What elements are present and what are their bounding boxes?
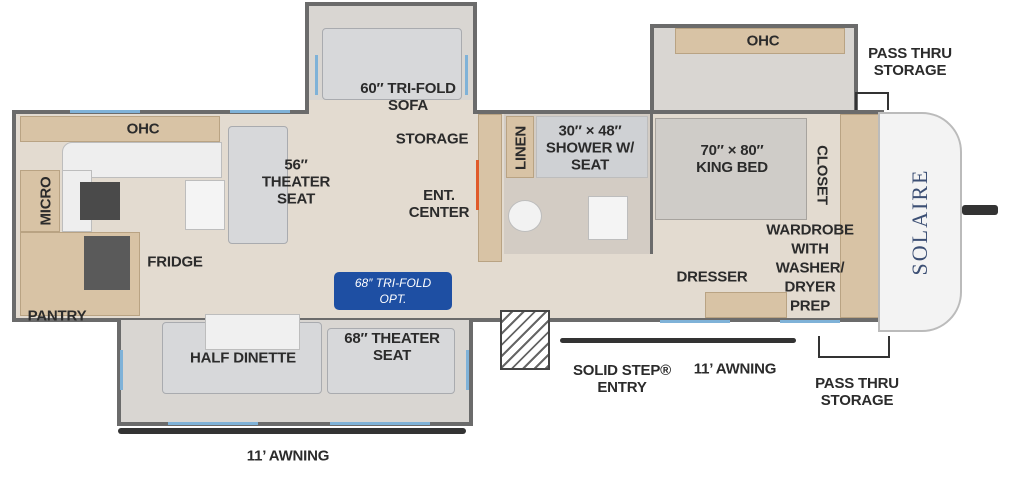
label-king-bed: 70″ × 80″KING BED: [696, 142, 768, 176]
t: 60″ TRI-FOLD: [360, 80, 456, 97]
t: SEAT: [570, 156, 610, 174]
bath-sink: [588, 196, 628, 240]
t: DRYER: [784, 278, 836, 296]
t: ENT.: [423, 187, 455, 204]
window: [660, 320, 730, 323]
label-pantry: PANTRY: [27, 307, 87, 325]
dinette-table: [205, 314, 300, 350]
pass-thru-door-top: [855, 92, 889, 110]
t: SEAT: [276, 190, 316, 208]
t: WASHER/: [775, 259, 845, 277]
window: [465, 55, 468, 95]
label-fridge: FRIDGE: [147, 253, 203, 271]
t: STORAGE: [820, 392, 894, 409]
sofa-slide-floor: [309, 100, 473, 118]
t: THEATER: [261, 173, 331, 191]
t: 68″ THEATER: [344, 330, 440, 347]
label-ent-center: ENT.CENTER: [408, 187, 470, 221]
solaire-logo: SOLAIRE: [907, 168, 932, 276]
window: [780, 320, 840, 323]
window: [315, 55, 318, 95]
label-shower: 30″ × 48″SHOWER W/SEAT: [546, 123, 634, 174]
t: WARDROBE: [766, 221, 854, 239]
t: SEAT: [372, 347, 412, 364]
t: SOFA: [387, 97, 429, 114]
entry-step[interactable]: [500, 310, 550, 370]
stove: [80, 182, 120, 220]
t: 30″ × 48″: [558, 122, 622, 140]
fireplace: [476, 160, 479, 210]
fridge: [84, 236, 130, 290]
king-bed: [655, 118, 807, 220]
label-storage: STORAGE: [395, 130, 469, 148]
badge-line-2: OPT.: [379, 292, 407, 306]
sofa-60: [322, 28, 462, 100]
awning-bottom-bar: [118, 428, 466, 434]
label-ohc-bedroom: OHC: [746, 32, 780, 50]
window: [466, 350, 469, 390]
t: KING BED: [696, 159, 768, 176]
label-solid-step: SOLID STEP®ENTRY: [573, 362, 671, 396]
window: [230, 110, 290, 113]
t: ENTRY: [597, 379, 647, 396]
trifold-option-badge: 68″ TRI-FOLD OPT.: [334, 272, 452, 310]
t: 70″ × 80″: [700, 142, 764, 159]
t: 56″: [284, 156, 308, 174]
t: SOLID STEP®: [572, 362, 672, 379]
theater-seat-56: [228, 126, 288, 244]
overhead-cabinet-bedroom: [675, 28, 845, 54]
label-micro: MICRO: [37, 176, 55, 226]
overhead-cabinet-kitchen: [20, 116, 220, 142]
t: PASS THRU: [815, 375, 899, 392]
label-linen: LINEN: [512, 125, 530, 171]
awning-side-bar: [560, 338, 796, 343]
badge-line-1: 68″ TRI-FOLD: [354, 276, 432, 290]
t: SHOWER W/: [545, 139, 635, 157]
window: [330, 422, 430, 425]
t: STORAGE: [873, 62, 947, 79]
label-half-dinette: HALF DINETTE: [190, 349, 296, 367]
label-awning-side: 11’ AWNING: [693, 360, 777, 378]
toilet: [508, 200, 542, 232]
hitch: [962, 205, 998, 215]
front-cap: [878, 112, 962, 332]
theater-seat-68: [327, 328, 455, 394]
t: PASS THRU: [868, 45, 952, 62]
window: [70, 110, 140, 113]
label-dresser: DRESSER: [676, 268, 748, 286]
window: [120, 350, 123, 390]
linen-cabinet: [506, 116, 534, 178]
label-awning-bottom: 11’ AWNING: [246, 447, 330, 465]
label-ohc-kitchen: OHC: [126, 120, 160, 138]
sink: [185, 180, 225, 230]
t: PREP: [789, 297, 831, 315]
ent-center-cabinet: [478, 114, 502, 262]
t: WITH: [791, 240, 829, 258]
window: [168, 422, 258, 425]
micro-cabinet: [20, 170, 60, 232]
label-closet: CLOSET: [813, 145, 831, 205]
t: CENTER: [408, 204, 470, 221]
pass-thru-door-bottom: [818, 336, 890, 358]
shower: [536, 116, 648, 178]
dresser-cabinet: [705, 292, 787, 318]
